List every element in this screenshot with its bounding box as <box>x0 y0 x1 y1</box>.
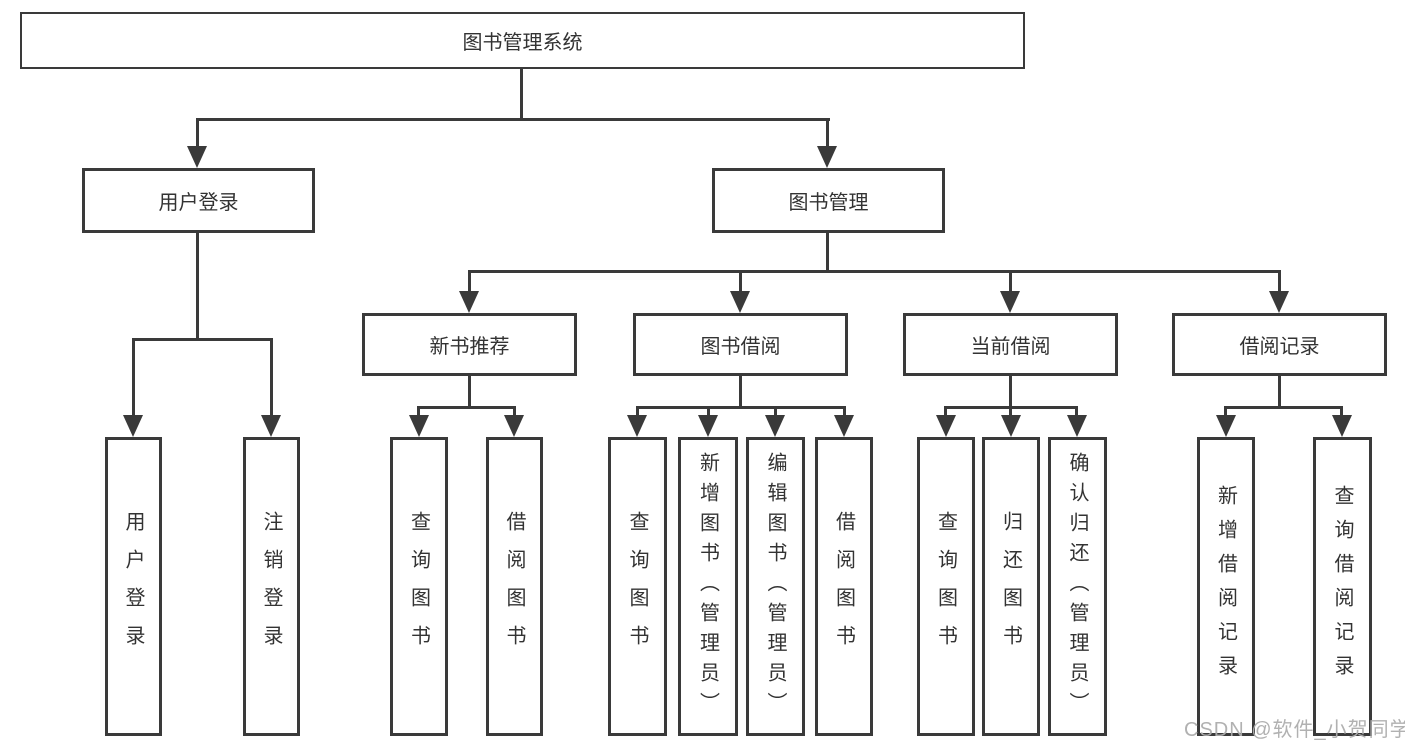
node-add-borrow-record: 新增借阅记录 <box>1197 437 1255 736</box>
node-label: 查询图书 <box>407 510 430 663</box>
arrow-down-icon <box>1000 291 1020 313</box>
connector-line <box>636 406 639 418</box>
node-confirm-return-admin: 确认归还（管理员） <box>1048 437 1107 736</box>
connector-line <box>1278 376 1281 407</box>
node-query-books: 查询图书 <box>608 437 667 736</box>
node-borrow-books: 借阅图书 <box>486 437 543 736</box>
node-label: 新增借阅记录 <box>1214 484 1237 689</box>
connector-line <box>1009 376 1012 407</box>
node-label: 查询图书 <box>626 510 648 663</box>
connector-line <box>417 406 420 418</box>
connector-line <box>707 406 710 418</box>
arrow-down-icon <box>409 415 429 437</box>
connector-line <box>513 406 516 418</box>
node-book-management: 图书管理 <box>712 168 945 233</box>
node-user-login-leaf: 用户登录 <box>105 437 162 736</box>
node-add-book-admin: 新增图书（管理员） <box>678 437 738 736</box>
node-query-borrow-record: 查询借阅记录 <box>1313 437 1372 736</box>
connector-line <box>196 118 199 148</box>
node-label: 查询借阅记录 <box>1331 484 1353 689</box>
node-return-books: 归还图书 <box>982 437 1040 736</box>
node-query-books: 查询图书 <box>390 437 448 736</box>
node-label: 用户登录 <box>122 510 144 663</box>
connector-line <box>468 270 1281 273</box>
node-label: 借阅图书 <box>832 510 855 663</box>
connector-line <box>468 270 471 294</box>
connector-line <box>132 338 135 415</box>
connector-line <box>1009 406 1012 418</box>
arrow-down-icon <box>261 415 281 437</box>
arrow-down-icon <box>187 146 207 168</box>
connector-line <box>739 270 742 294</box>
connector-line <box>1009 270 1012 294</box>
arrow-down-icon <box>1067 415 1087 437</box>
connector-line <box>270 338 273 415</box>
connector-line <box>196 233 199 338</box>
node-label: 编辑图书（管理员） <box>764 451 786 722</box>
connector-line <box>417 406 516 409</box>
connector-line <box>774 406 777 418</box>
connector-line <box>132 338 273 341</box>
arrow-down-icon <box>936 415 956 437</box>
node-library-management-system: 图书管理系统 <box>20 12 1025 69</box>
connector-line <box>1075 406 1078 418</box>
connector-line <box>1340 406 1343 418</box>
node-label: 确认归还（管理员） <box>1066 451 1088 722</box>
arrow-down-icon <box>123 415 143 437</box>
arrow-down-icon <box>698 415 718 437</box>
node-book-borrow: 图书借阅 <box>633 313 848 376</box>
connector-line <box>468 376 471 407</box>
connector-line <box>196 118 830 121</box>
arrow-down-icon <box>765 415 785 437</box>
connector-line <box>636 406 846 409</box>
node-logout: 注销登录 <box>243 437 300 736</box>
arrow-down-icon <box>627 415 647 437</box>
node-label: 查询图书 <box>934 510 957 663</box>
connector-line <box>1278 270 1281 294</box>
arrow-down-icon <box>730 291 750 313</box>
node-query-books: 查询图书 <box>917 437 975 736</box>
connector-line <box>826 233 829 270</box>
arrow-down-icon <box>1001 415 1021 437</box>
node-label: 新增图书（管理员） <box>696 451 719 722</box>
node-label: 注销登录 <box>260 510 282 663</box>
connector-line <box>826 118 829 148</box>
connector-line <box>739 376 742 407</box>
node-new-book-recommend: 新书推荐 <box>362 313 577 376</box>
node-borrow-books: 借阅图书 <box>815 437 873 736</box>
arrow-down-icon <box>1269 291 1289 313</box>
node-current-borrow: 当前借阅 <box>903 313 1118 376</box>
node-edit-book-admin: 编辑图书（管理员） <box>746 437 805 736</box>
node-user-login: 用户登录 <box>82 168 315 233</box>
arrow-down-icon <box>1216 415 1236 437</box>
node-label: 归还图书 <box>999 510 1022 663</box>
connector-line <box>1224 406 1343 409</box>
arrow-down-icon <box>834 415 854 437</box>
connector-line <box>944 406 947 418</box>
arrow-down-icon <box>459 291 479 313</box>
node-label: 借阅图书 <box>503 510 525 663</box>
arrow-down-icon <box>1332 415 1352 437</box>
connector-line <box>1224 406 1227 418</box>
csdn-watermark: CSDN @软件_小贺同学 <box>1184 719 1405 741</box>
node-borrow-records: 借阅记录 <box>1172 313 1387 376</box>
arrow-down-icon <box>817 146 837 168</box>
arrow-down-icon <box>504 415 524 437</box>
connector-line <box>843 406 846 418</box>
connector-line <box>520 69 523 118</box>
